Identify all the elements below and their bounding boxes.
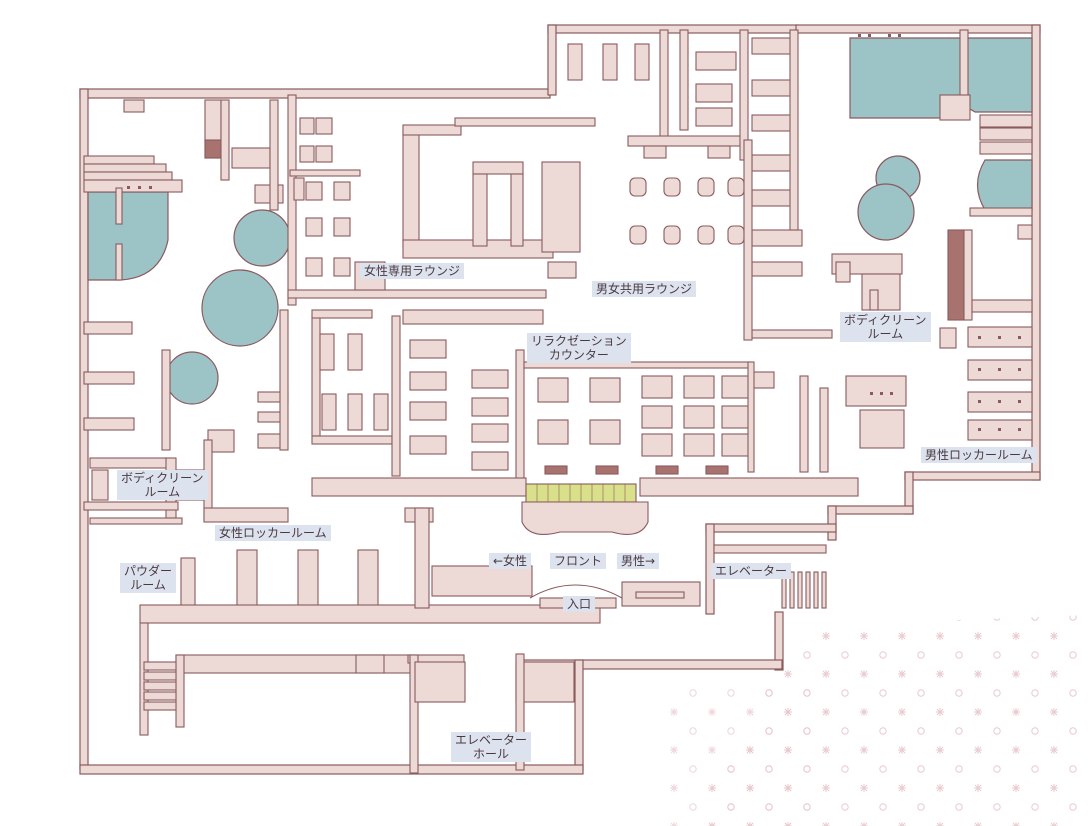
women-direction-label: ←女性 [489, 553, 532, 569]
interior-walls [83, 29, 1033, 774]
shared-lounge-label: 男女共用ラウンジ [592, 281, 697, 297]
men-side-pool [976, 159, 1033, 211]
women-lounge-label: 女性専用ラウンジ [360, 263, 465, 279]
round-bath-1 [233, 209, 291, 267]
body-clean-room-right-label: ボディクリーン ルーム [840, 312, 931, 342]
locker-markers [127, 34, 1021, 431]
elevator-label: エレベーター [711, 563, 792, 579]
decorative-pattern [670, 615, 1088, 826]
men-direction-label: 男性→ [617, 553, 660, 569]
round-bath-3 [165, 351, 219, 405]
relaxation-counter-label: リラクゼーション カウンター [527, 333, 631, 363]
men-locker-room-label: 男性ロッカールーム [921, 447, 1037, 463]
women-locker-room-label: 女性ロッカールーム [215, 525, 331, 541]
powder-room-label: パウダー ルーム [120, 563, 177, 593]
round-bath-2 [201, 269, 279, 347]
pools [87, 37, 1033, 405]
elevator-hall-label: エレベーター ホール [451, 732, 532, 762]
counter-cells [536, 484, 626, 502]
body-clean-room-left-label: ボディクリーン ルーム [117, 470, 208, 500]
round-bath-5 [857, 183, 915, 241]
women-bath-pool [87, 191, 169, 281]
entrance-label: 入口 [563, 596, 596, 612]
front-desk-label: フロント [550, 553, 607, 569]
